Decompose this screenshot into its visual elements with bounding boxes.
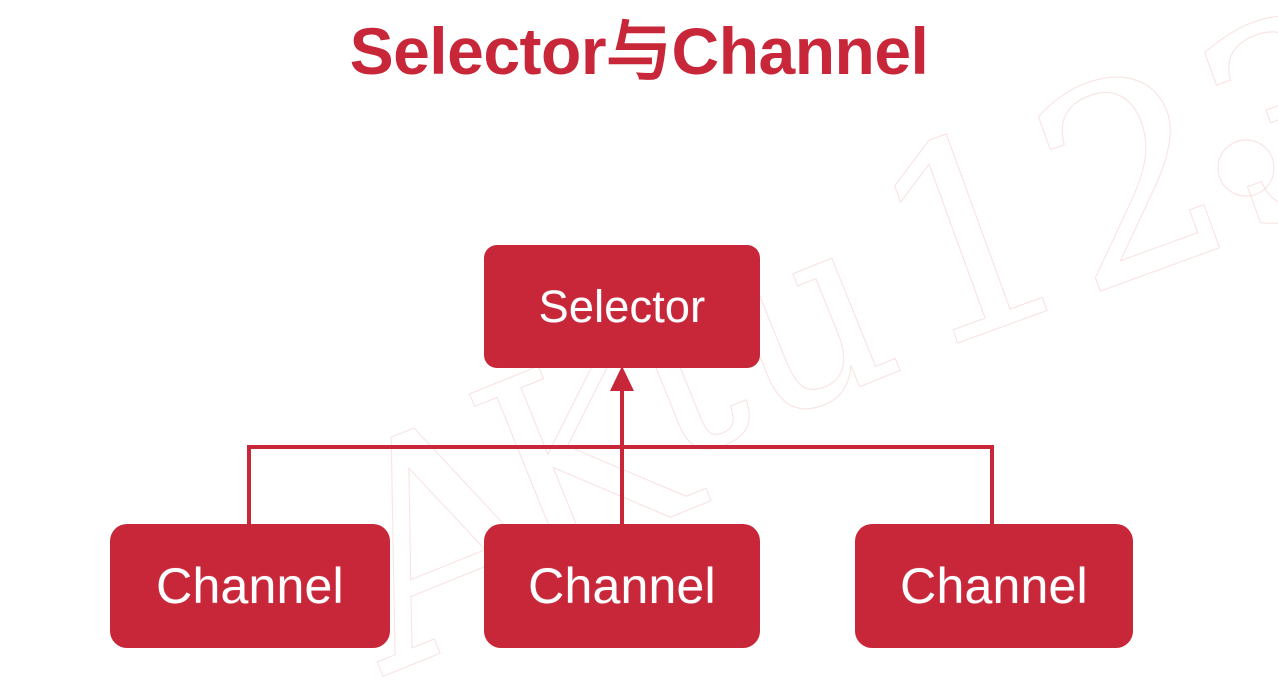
node-channel-middle[interactable]: Channel [484,524,760,648]
node-channel-right-label: Channel [900,558,1088,614]
node-channel-left[interactable]: Channel [110,524,390,648]
page-title: Selector与Channel [349,14,929,88]
node-selector[interactable]: Selector [484,245,760,368]
node-channel-right[interactable]: Channel [855,524,1133,648]
node-channel-left-label: Channel [156,558,344,614]
connector-arrowhead-up [610,366,634,391]
node-selector-label: Selector [538,281,706,332]
watermark-glyph-dot [1217,139,1275,197]
node-channel-middle-label: Channel [528,558,716,614]
